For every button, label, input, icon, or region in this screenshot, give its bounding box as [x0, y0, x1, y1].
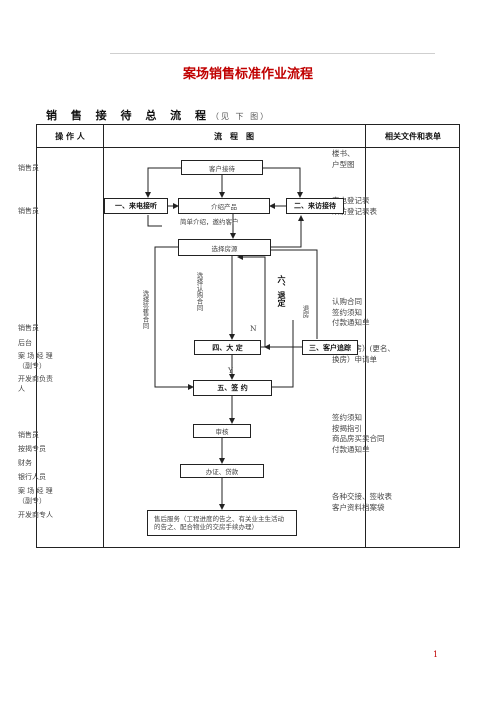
- document-name: 签约须知: [332, 413, 362, 422]
- document-list: 认购合同 签约须知 付款通知单: [332, 297, 370, 329]
- document-name: 来电登记表: [332, 196, 370, 205]
- flow-note-intro: 简单介绍，邀约客户: [180, 218, 239, 226]
- header-operator: 操 作 人: [55, 131, 85, 141]
- document-name: 户型图: [332, 159, 355, 169]
- operator-name: 按揭专员: [18, 445, 46, 453]
- flow-step-sign: 五、签 约: [193, 380, 272, 396]
- operator-name: 销售员: [18, 431, 39, 439]
- operator-name: （副专）: [18, 497, 46, 505]
- document-name: 商品房买卖合同: [332, 434, 385, 443]
- operator-name: 销售员: [18, 324, 39, 332]
- flow-step-visit: 二、来访接待: [286, 198, 344, 214]
- document-name: 按揭指引: [332, 423, 362, 433]
- flow-step-phone: 一、来电接听: [104, 198, 168, 214]
- header-flowchart: 流 程 图: [214, 131, 254, 141]
- flow-note-refund: 六、退定: [277, 275, 287, 307]
- operator-group: 销售员 后台 案 场 经 理 （副专） 开发商负责 人: [18, 323, 53, 394]
- document-list: 各种交接、签收表 客户资料档案袋: [332, 492, 392, 513]
- document-name: 客户资料档案袋: [332, 502, 385, 512]
- flow-step-certificate: 办证、贷款: [180, 464, 264, 478]
- page-number: 1: [433, 650, 439, 659]
- header-rule: [110, 53, 435, 54]
- document-name: 各种交接、签收表: [332, 492, 392, 501]
- operator-group: 销售员: [18, 206, 39, 216]
- flow-step-review: 审核: [193, 424, 251, 438]
- operator-name: 案 场 经 理: [18, 487, 53, 495]
- column-divider: [365, 125, 366, 547]
- document-list: 来电登记表 来访登记表表: [332, 196, 377, 217]
- flow-note-purchase: 选择认购合同: [195, 272, 203, 311]
- operator-name: 财务: [18, 459, 32, 467]
- column-divider: [103, 125, 104, 547]
- document-list: 楼书、 户型图: [332, 149, 355, 170]
- flow-step-after-sales: 售后服务（工程进度的告之、有关业主生活动的告之、配合物业的交房手续办理）: [147, 510, 297, 536]
- section-title: 销 售 接 待 总 流 程（见 下 图）: [46, 107, 270, 123]
- operator-name: 银行人员: [18, 473, 46, 481]
- document-list: 退定（房）(更名、 换房）申请单: [332, 344, 395, 365]
- operator-name: 人: [18, 385, 25, 393]
- operator-name: 开发商负责: [18, 375, 53, 383]
- operator-name: 销售员: [18, 207, 39, 215]
- header-divider: [37, 147, 459, 148]
- operator-group: 销售员 按揭专员 财务 银行人员 案 场 经 理 （副专） 开发商专人: [18, 430, 53, 520]
- flow-label-no: N: [250, 324, 257, 333]
- section-note: （见 下 图）: [210, 112, 271, 121]
- document-name: 付款通知单: [332, 444, 370, 454]
- document-name: 换房）申请单: [332, 354, 377, 364]
- header-documents: 相关文件和表单: [385, 131, 441, 141]
- flow-note-return: 退房: [301, 305, 309, 318]
- operator-name: 销售员: [18, 164, 39, 172]
- document-name: 来访登记表表: [332, 206, 377, 216]
- operator-name: 后台: [18, 339, 32, 347]
- operator-name: 案 场 经 理: [18, 352, 53, 360]
- document-list: 签约须知 按揭指引 商品房买卖合同 付款通知单: [332, 413, 385, 455]
- operator-group: 销售员: [18, 163, 39, 173]
- document-name: 退定（房）(更名、: [332, 344, 395, 353]
- flow-step-deposit: 四、大 定: [194, 340, 261, 355]
- flow-step-follow: 三、客户追踪: [302, 340, 358, 355]
- operator-name: （副专）: [18, 362, 46, 370]
- document-name: 认购合同: [332, 297, 362, 306]
- section-title-text: 销 售 接 待 总 流 程: [46, 109, 211, 122]
- document-title: 案场销售标准作业流程: [182, 67, 313, 82]
- process-table: 操 作 人 流 程 图 相关文件和表单: [36, 124, 460, 548]
- flow-note-direct-sign: 选择签售合同: [141, 290, 149, 329]
- flow-step-select: 选择房源: [178, 239, 271, 256]
- flow-step-reception: 客户接待: [181, 160, 263, 175]
- flow-step-intro: 介绍产品: [178, 198, 270, 214]
- document-name: 付款通知单: [332, 318, 370, 327]
- document-name: 签约须知: [332, 307, 362, 317]
- flow-label-yes: Y: [228, 366, 233, 375]
- document-name: 楼书、: [332, 149, 355, 158]
- operator-name: 开发商专人: [18, 511, 53, 519]
